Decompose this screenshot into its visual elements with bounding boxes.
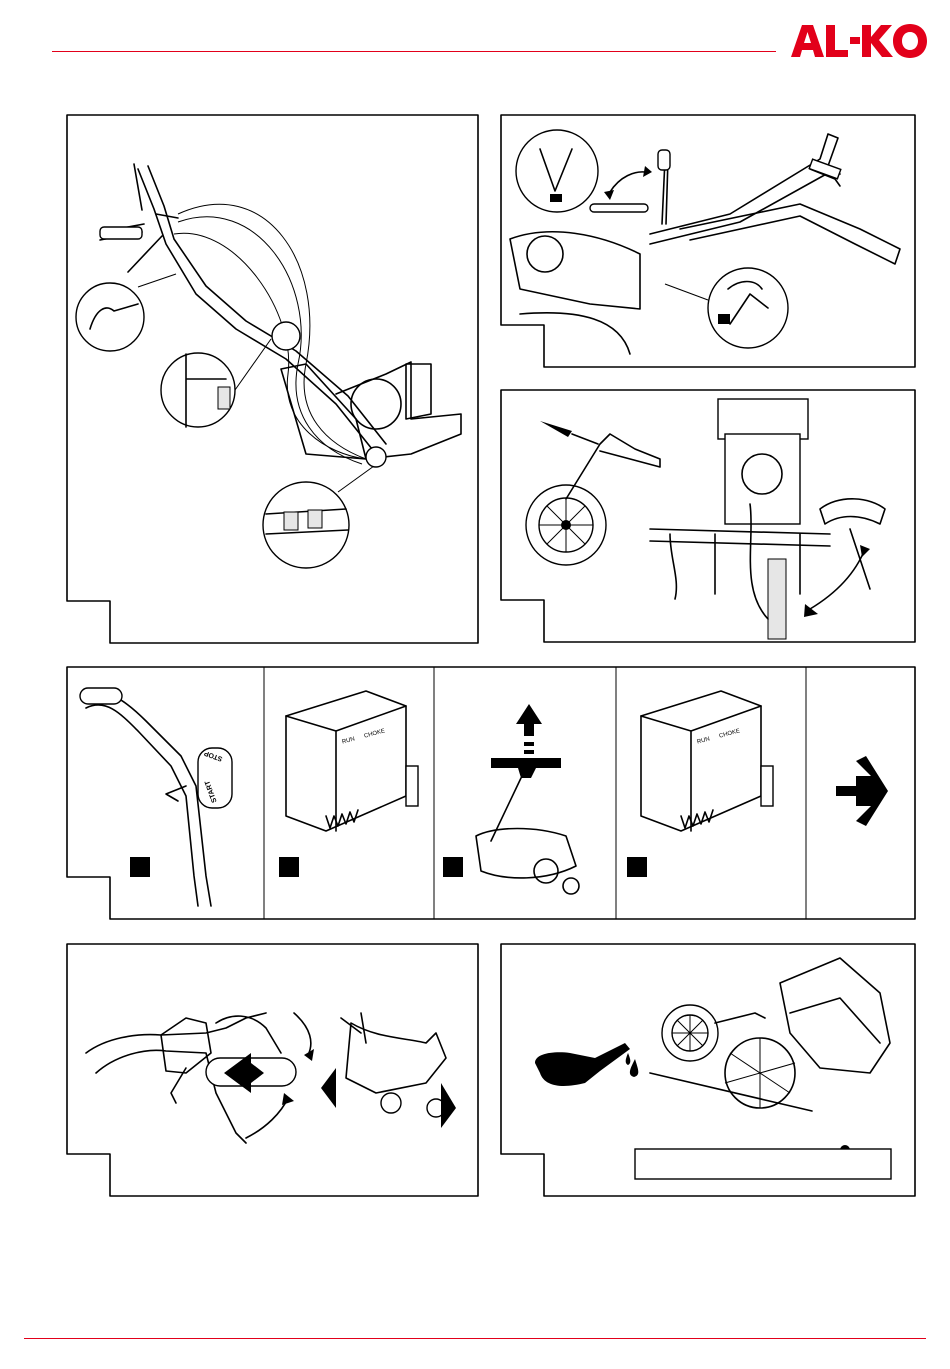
figure-cable-routing — [66, 114, 479, 644]
figure-lever-adjustment — [500, 114, 916, 368]
figure-clutch-handle — [66, 943, 479, 1197]
footer-rule — [24, 1338, 926, 1339]
figure-lubrication — [500, 943, 916, 1197]
brand-logo — [791, 24, 927, 58]
figure-start-sequence: STOP START RUN CHOKE RUN CHOKE — [66, 666, 916, 920]
header-rule — [52, 51, 776, 52]
figure-transport-wheel — [500, 389, 916, 643]
